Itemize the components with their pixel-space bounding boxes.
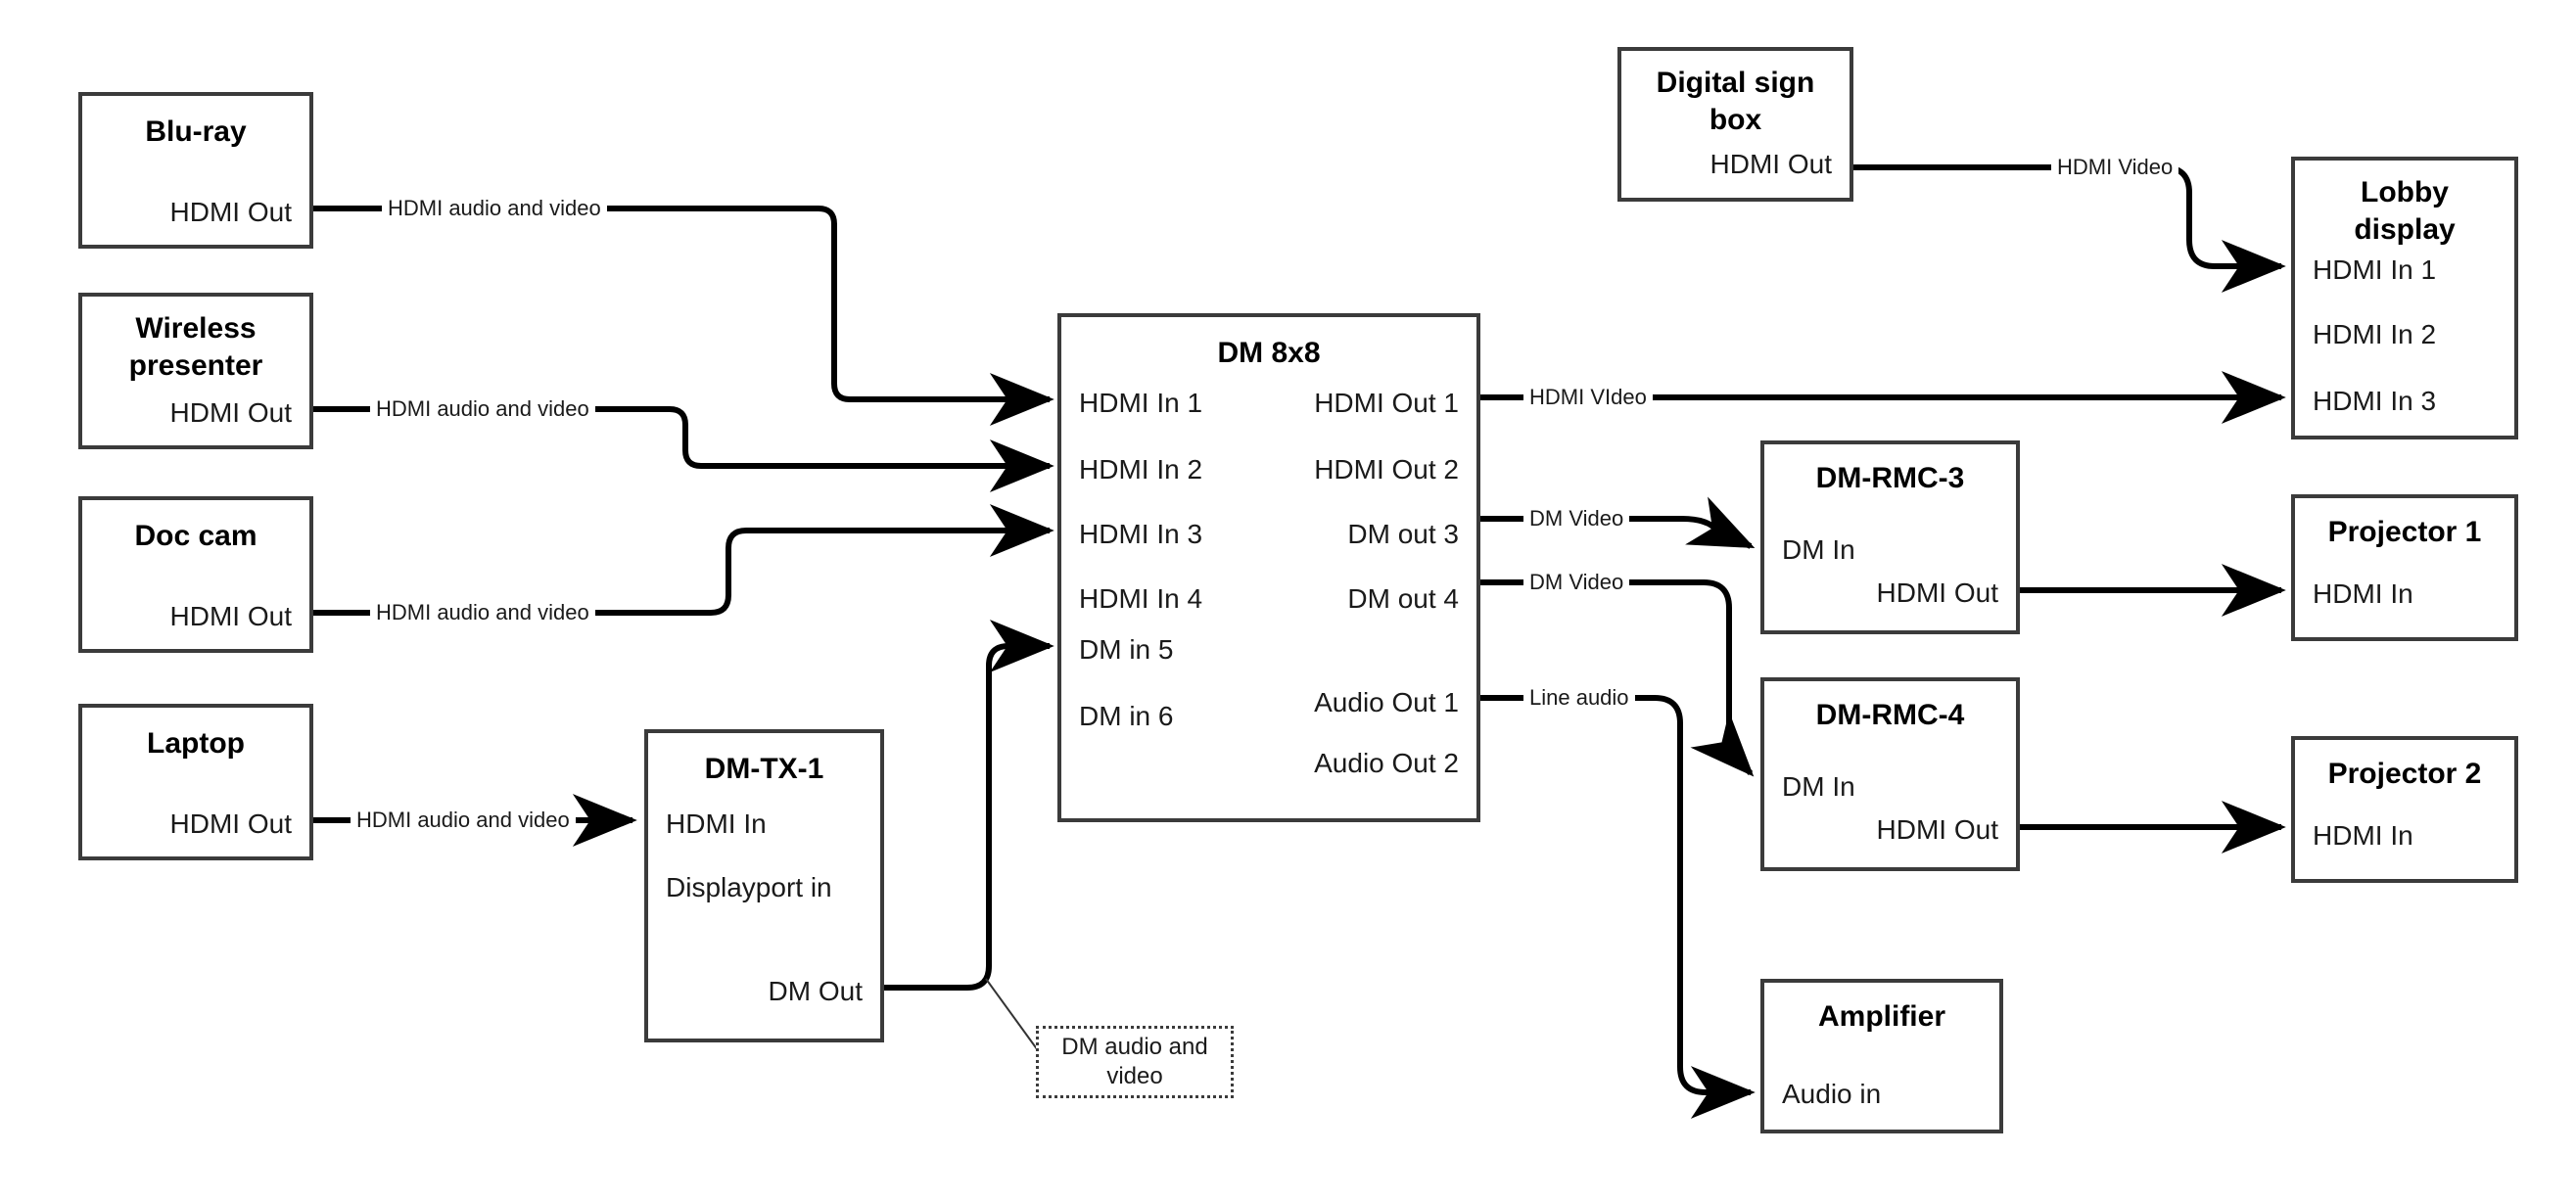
wire-doccam-to-dm8x8 [313,504,1054,616]
node-doc-cam[interactable]: Doc cam HDMI Out [78,496,313,653]
node-projector-2[interactable]: Projector 2 HDMI In [2291,736,2518,883]
node-doc-cam-title: Doc cam [134,520,258,552]
node-lobby-display[interactable]: Lobby display HDMI In 1 HDMI In 2 HDMI I… [2291,157,2518,439]
port-rmc4-dm-in[interactable]: DM In [1782,771,1855,802]
wire-dm8x8-to-amp [1480,695,1756,1119]
wire-signbox-to-lobby [1853,164,2286,293]
port-proj2-hdmi-in[interactable]: HDMI In [2313,820,2413,851]
wire-label-dm-out-3: DM Video [1523,506,1630,531]
node-dm-tx-1-title: DM-TX-1 [704,753,824,785]
node-laptop-title: Laptop [147,727,245,760]
node-dm-rmc-4[interactable]: DM-RMC-4 DM In HDMI Out [1760,677,2020,871]
port-dm8x8-hdmi-in-4[interactable]: HDMI In 4 [1079,583,1203,614]
wire-label-hdmi-out-1: HDMI VIdeo [1523,385,1653,410]
node-wireless-presenter[interactable]: Wireless presenter HDMI Out [78,293,313,449]
wire-wireless-to-dm8x8 [313,406,1054,492]
node-digital-sign-box-title: Digital sign box [1656,67,1815,136]
port-rmc4-hdmi-out[interactable]: HDMI Out [1876,814,1998,845]
wire-label-dm-out-4: DM Video [1523,570,1630,595]
port-amp-audio-in[interactable]: Audio in [1782,1079,1882,1109]
node-projector-1[interactable]: Projector 1 HDMI In [2291,494,2518,641]
port-laptop-hdmi-out[interactable]: HDMI Out [169,808,292,839]
wire-label-signbox: HDMI Video [2051,155,2179,180]
port-signbox-hdmi-out[interactable]: HDMI Out [1710,149,1832,179]
node-dm-rmc-3[interactable]: DM-RMC-3 DM In HDMI Out [1760,440,2020,634]
port-rmc3-hdmi-out[interactable]: HDMI Out [1876,577,1998,608]
node-projector-1-title: Projector 1 [2327,516,2482,548]
port-dm8x8-hdmi-out-1[interactable]: HDMI Out 1 [1314,388,1459,418]
node-wireless-presenter-title: Wireless presenter [128,312,263,382]
port-dm8x8-dm-out-3[interactable]: DM out 3 [1347,519,1459,549]
port-dm8x8-hdmi-in-3[interactable]: HDMI In 3 [1079,519,1203,549]
port-dm8x8-audio-out-2[interactable]: Audio Out 2 [1314,748,1459,778]
wire-label-bluray: HDMI audio and video [382,196,607,221]
port-dmtx1-dm-out[interactable]: DM Out [768,976,863,1006]
port-dm8x8-audio-out-1[interactable]: Audio Out 1 [1314,687,1459,717]
node-amplifier-title: Amplifier [1817,1000,1946,1033]
port-doccam-hdmi-out[interactable]: HDMI Out [169,601,292,631]
port-dm8x8-dm-out-4[interactable]: DM out 4 [1347,583,1459,614]
port-dm8x8-hdmi-in-1[interactable]: HDMI In 1 [1079,388,1203,418]
port-dmtx1-displayport-in[interactable]: Displayport in [666,872,832,902]
note-dm-audio-video: DM audio and video [1036,1026,1234,1098]
node-dm-8x8[interactable]: DM 8x8 HDMI In 1 HDMI In 2 HDMI In 3 HDM… [1057,313,1480,822]
node-dm-rmc-4-title: DM-RMC-4 [1815,699,1965,731]
port-dmtx1-hdmi-in[interactable]: HDMI In [666,808,767,839]
port-dm8x8-hdmi-in-2[interactable]: HDMI In 2 [1079,454,1203,485]
note-leader-line [985,978,1044,1058]
node-projector-2-title: Projector 2 [2327,758,2482,790]
port-rmc3-dm-in[interactable]: DM In [1782,534,1855,565]
node-bluray-title: Blu-ray [145,115,247,148]
wire-dm8x8-to-rmc4 [1480,579,1755,777]
node-digital-sign-box[interactable]: Digital sign box HDMI Out [1617,47,1853,202]
port-bluray-hdmi-out[interactable]: HDMI Out [169,197,292,227]
wire-dm8x8-to-rmc3 [1480,496,1756,549]
node-dm-8x8-title: DM 8x8 [1217,337,1321,369]
port-proj1-hdmi-in[interactable]: HDMI In [2313,578,2413,609]
port-lobby-hdmi-in-3[interactable]: HDMI In 3 [2313,386,2437,416]
wire-label-wireless: HDMI audio and video [370,396,595,422]
wire-label-audio-out-1: Line audio [1523,685,1635,711]
wire-label-doccam: HDMI audio and video [370,600,595,625]
wire-dmtx1-to-dm8x8 [884,620,1054,991]
node-laptop[interactable]: Laptop HDMI Out [78,704,313,860]
node-bluray[interactable]: Blu-ray HDMI Out [78,92,313,249]
port-dm8x8-dm-in-5[interactable]: DM in 5 [1079,634,1174,665]
port-lobby-hdmi-in-2[interactable]: HDMI In 2 [2313,319,2437,349]
wire-label-laptop: HDMI audio and video [351,808,576,833]
node-dm-tx-1[interactable]: DM-TX-1 HDMI In Displayport in DM Out [644,729,884,1042]
wire-bluray-to-dm8x8 [313,206,1054,426]
port-wireless-hdmi-out[interactable]: HDMI Out [169,397,292,428]
node-dm-rmc-3-title: DM-RMC-3 [1815,462,1965,494]
port-lobby-hdmi-in-1[interactable]: HDMI In 1 [2313,254,2437,285]
port-dm8x8-hdmi-out-2[interactable]: HDMI Out 2 [1314,454,1459,485]
port-dm8x8-dm-in-6[interactable]: DM in 6 [1079,701,1174,731]
node-lobby-display-title: Lobby display [2354,176,2456,246]
node-amplifier[interactable]: Amplifier Audio in [1760,979,2003,1133]
